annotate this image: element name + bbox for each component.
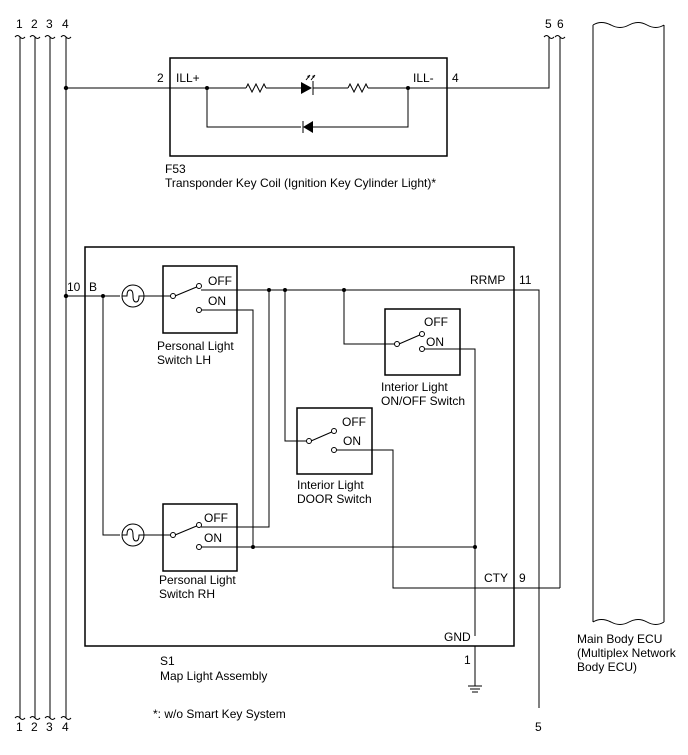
interior-light-onoff-switch	[384, 308, 461, 376]
f53-code: F53	[165, 162, 186, 176]
switch-lh-off-label: OFF	[208, 274, 232, 288]
ecu-label-line2: (Multiplex Network	[577, 646, 677, 660]
personal-light-switch-rh	[162, 503, 238, 572]
diode-icon	[302, 121, 313, 133]
f53-ill-minus-label: ILL-	[413, 71, 434, 85]
wire-number-top-3: 3	[46, 17, 53, 31]
wire-number-bottom-1: 1	[16, 720, 23, 734]
wire-number-top-1: 1	[16, 17, 23, 31]
s1-cty-label: CTY	[484, 571, 508, 585]
switch-rh-name-line2: Switch RH	[159, 587, 215, 601]
switch-rh-off-label: OFF	[204, 511, 228, 525]
s1-rrmp-label: RRMP	[470, 273, 505, 287]
switch-rh-name-line1: Personal Light	[159, 573, 236, 587]
main-body-ecu	[592, 22, 665, 625]
s1-pin-11: 11	[519, 273, 532, 287]
led-icon	[301, 74, 316, 95]
switch-onoff-name-line2: ON/OFF Switch	[381, 394, 465, 408]
interior-light-door-switch	[296, 407, 373, 475]
s1-b-label: B	[89, 280, 97, 294]
s1-code: S1	[160, 654, 175, 668]
s1-pin-1: 1	[464, 653, 471, 667]
wire-number-bottom-3: 3	[46, 720, 53, 734]
f53-component-box	[169, 57, 448, 157]
switch-lh-name-line2: Switch LH	[157, 353, 211, 367]
s1-pin-10: 10	[67, 280, 81, 294]
ground-icon	[468, 685, 482, 693]
resistor-1-icon	[245, 82, 267, 94]
bulb-lh-icon	[121, 284, 145, 308]
s1-name: Map Light Assembly	[160, 669, 267, 683]
resistor-2-icon	[347, 82, 369, 94]
switch-door-name-line2: DOOR Switch	[297, 492, 372, 506]
personal-light-switch-lh	[162, 265, 238, 334]
wire-number-bottom-4: 4	[62, 720, 69, 734]
switch-rh-on-label: ON	[204, 531, 222, 545]
f53-name: Transponder Key Coil (Ignition Key Cylin…	[165, 176, 436, 190]
left-bus-wires	[14, 35, 72, 720]
wire-number-top-5: 5	[545, 17, 552, 31]
f53-ill-plus-label: ILL+	[176, 71, 200, 85]
s1-gnd-label: GND	[444, 630, 471, 644]
s1-component-box	[84, 246, 515, 647]
wire-5-bottom	[514, 289, 540, 708]
bulb-rh-icon	[121, 523, 145, 547]
wire-5-top	[452, 37, 550, 89]
ecu-label-line3: Body ECU)	[577, 660, 637, 674]
footnote: *: w/o Smart Key System	[153, 707, 286, 721]
s1-pin-9: 9	[519, 571, 526, 585]
f53-pin-2: 2	[157, 71, 164, 85]
wire-number-bottom-2: 2	[31, 720, 38, 734]
ecu-label-line1: Main Body ECU	[577, 632, 662, 646]
switch-door-on-label: ON	[343, 434, 361, 448]
switch-onoff-off-label: OFF	[424, 315, 448, 329]
switch-lh-on-label: ON	[208, 294, 226, 308]
switch-door-off-label: OFF	[342, 415, 366, 429]
switch-door-name-line1: Interior Light	[297, 478, 364, 492]
wire-number-bottom-5: 5	[535, 720, 542, 734]
wire-number-top-6: 6	[557, 17, 564, 31]
switch-onoff-name-line1: Interior Light	[381, 380, 448, 394]
cty-wire	[336, 449, 560, 589]
switch-lh-name-line1: Personal Light	[157, 339, 234, 353]
switch-onoff-on-label: ON	[426, 335, 444, 349]
wire-number-top-2: 2	[31, 17, 38, 31]
f53-pin-4: 4	[452, 71, 459, 85]
wire-number-top-4: 4	[62, 17, 69, 31]
